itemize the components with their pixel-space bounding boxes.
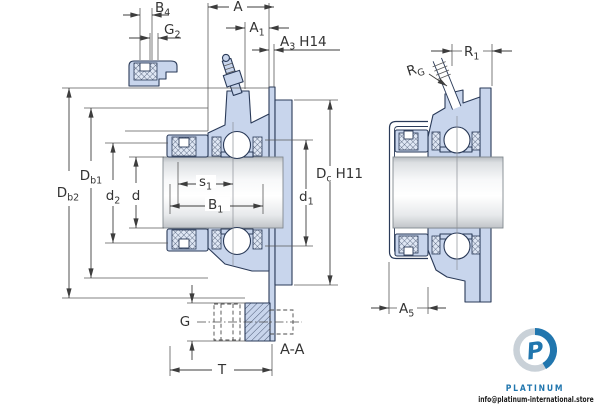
front-dimension-lines — [66, 4, 340, 373]
dim-label-b1: B1 — [208, 197, 223, 216]
brand-email: info@platinum-international.store — [478, 395, 594, 404]
logo-monogram: P — [525, 337, 545, 365]
dim-label-rg-group: RG — [405, 59, 427, 82]
side-section-view: R1 RG A5 — [371, 44, 512, 320]
logo-inner-circle — [522, 337, 548, 363]
platinum-logo-mark: P — [513, 328, 557, 372]
side-bearing-bottom — [394, 232, 481, 260]
dim-label-d2: d2 — [106, 188, 121, 207]
setscrew-bottom — [178, 238, 190, 249]
dim-label-db1: Db1 — [80, 168, 102, 187]
dim-label-d1: d1 — [299, 189, 314, 208]
ball-bottom — [222, 226, 252, 256]
dim-label-a1: A1 — [249, 20, 264, 39]
dim-label-g2: G2 — [164, 22, 181, 41]
rg-leader — [428, 73, 448, 87]
detail-setscrew-slot — [139, 62, 151, 72]
side-dimension-lines — [371, 48, 512, 311]
dim-label-a5: A5 — [399, 301, 414, 320]
shaft — [162, 156, 284, 229]
dim-label-r1: R1 — [464, 44, 479, 63]
ball-top — [222, 130, 252, 160]
dim-label-g: G — [180, 314, 190, 330]
label-backing — [463, 44, 482, 57]
collar-detail-view: B4 G2 — [123, 0, 181, 87]
side-shaft — [392, 156, 504, 229]
label-backing — [196, 175, 216, 188]
setscrew-top — [178, 137, 190, 148]
side-bearing-top — [394, 126, 481, 154]
dim-label-b4: B4 — [155, 0, 170, 19]
dim-label-d: d — [132, 188, 141, 204]
bearing-top — [166, 130, 263, 160]
dim-label-rg: RG — [405, 59, 427, 82]
front-extension-lines — [62, 3, 338, 376]
label-backing — [214, 362, 230, 376]
label-backing — [205, 197, 230, 211]
brand-name: PLATINUM — [505, 384, 565, 394]
label-backing — [297, 189, 317, 203]
brand-logo: P PLATINUM info@platinum-international.s… — [464, 323, 600, 404]
flange-foot-section — [197, 302, 302, 342]
section-label-aa: A-A — [280, 342, 305, 358]
logo-blue-swirl — [534, 328, 557, 370]
grease-nipple — [221, 53, 244, 96]
dim-label-t: T — [217, 362, 227, 378]
end-cover-outer — [388, 120, 428, 260]
dim-label-a: A — [233, 0, 243, 15]
dim-label-s1: s1 — [199, 174, 212, 193]
detail-extension-lines — [139, 8, 159, 60]
bearing-bottom — [166, 226, 263, 256]
dim-label-db2: Db2 — [57, 185, 79, 204]
